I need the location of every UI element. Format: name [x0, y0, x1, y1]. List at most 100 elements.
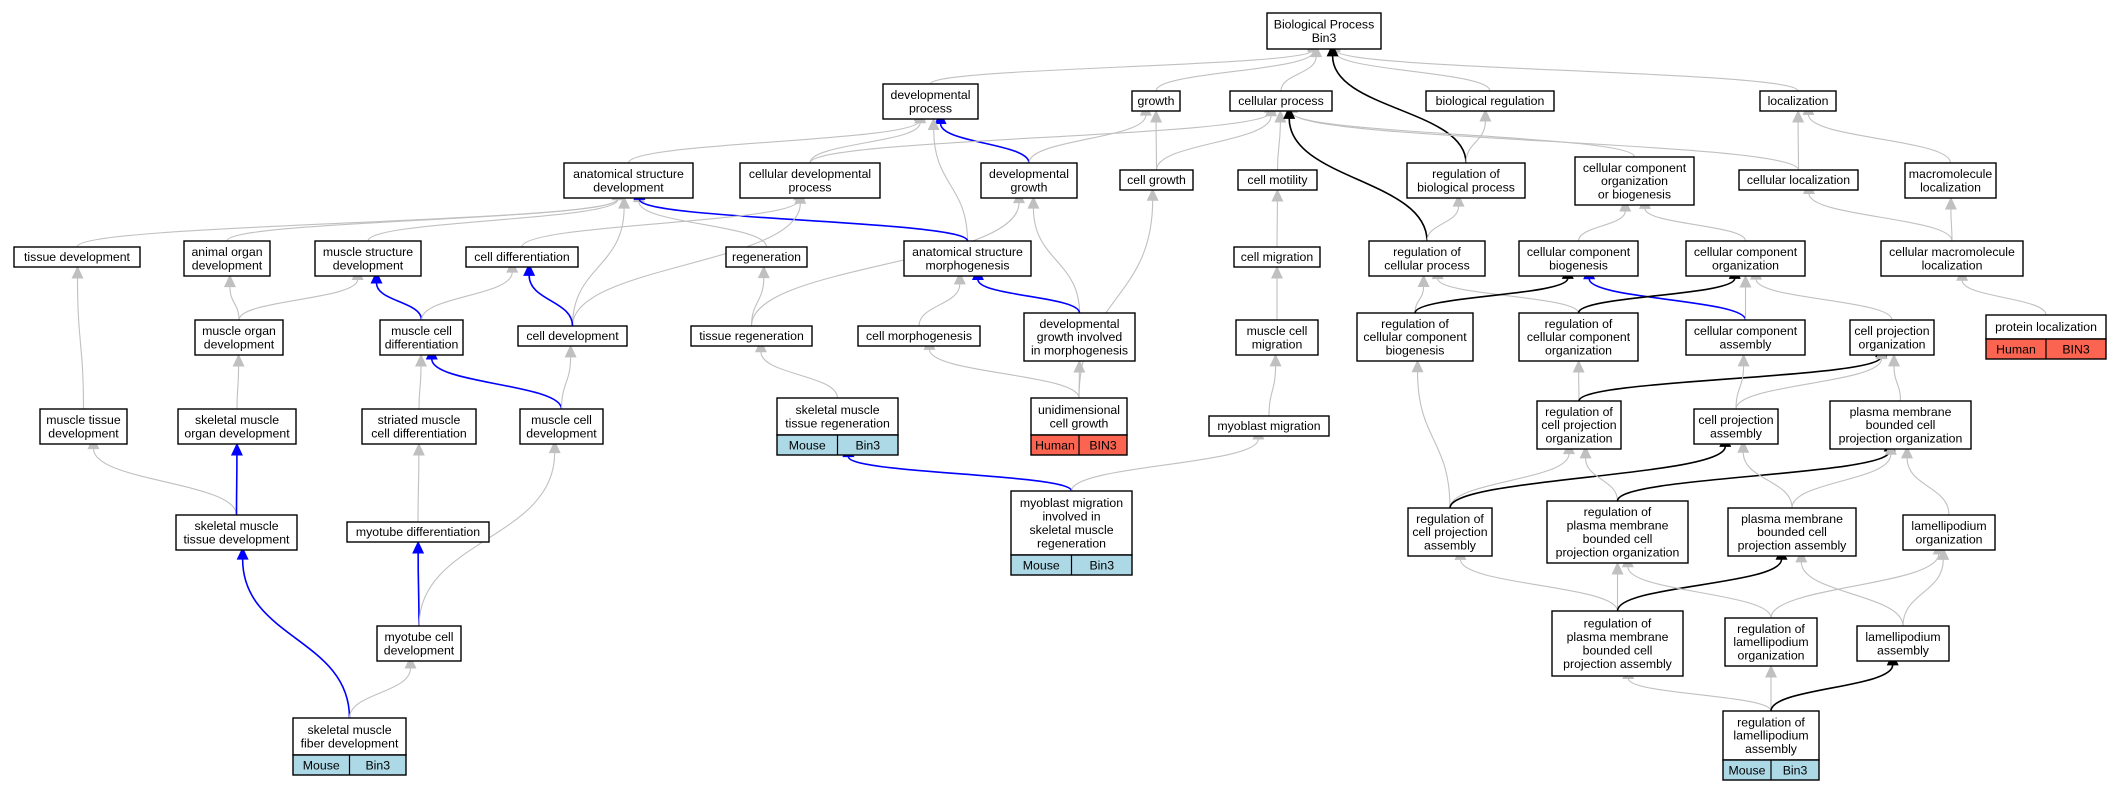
term-box [1724, 617, 1818, 667]
term-node-cell-migration[interactable]: cell migration [1233, 246, 1321, 268]
term-label-line: cell morphogenesis [866, 329, 972, 343]
term-node-myoblast-migration[interactable]: myoblast migration [1208, 415, 1330, 437]
annotation-gene: Bin3 [1783, 763, 1808, 777]
edge-cell-motility-to-cellular-process [1274, 109, 1287, 171]
term-label-line: biogenesis [1386, 344, 1445, 358]
term-box [517, 325, 628, 347]
term-node-cellular-process[interactable]: cellular process [1229, 90, 1333, 112]
term-label-line: regeneration [1037, 536, 1106, 550]
term-label-line: cell motility [1247, 173, 1308, 187]
term-label-line: projection assembly [1563, 657, 1673, 671]
term-label-line: muscle cell [1247, 324, 1308, 338]
term-label-line: regulation of [1545, 405, 1613, 419]
term-node-cell-differentiation[interactable]: cell differentiation [465, 246, 579, 268]
term-node-biological-regulation[interactable]: biological regulation [1425, 90, 1555, 112]
annotation-gene: Bin3 [1089, 558, 1114, 572]
term-label-line: fiber development [301, 736, 399, 750]
term-label-line: striated muscle [378, 413, 461, 427]
term-node-cellular-localization[interactable]: cellular localization [1738, 169, 1859, 191]
term-box [1759, 90, 1837, 112]
edge-lamellipodium-assembly-to-lamellipodium-organization [1902, 547, 1950, 627]
term-box [1738, 169, 1859, 191]
term-label-line: skeletal muscle [795, 403, 879, 417]
term-label-line: morphogenesis [925, 258, 1009, 272]
edge-myoblast-migration-to-muscle-cell-migration [1268, 353, 1282, 417]
term-label-line: growth involved [1037, 330, 1123, 344]
term-node-regeneration[interactable]: regeneration [725, 246, 808, 268]
term-label-line: migration [1252, 337, 1303, 351]
annotation-gene: Bin3 [365, 758, 390, 772]
term-node-cell-morphogenesis[interactable]: cell morphogenesis [857, 325, 981, 347]
edge-anatomical-structure-development-to-developmental-process [627, 108, 926, 164]
term-label-line: tissue regeneration [785, 416, 890, 430]
term-node-localization[interactable]: localization [1759, 90, 1837, 112]
term-box [465, 246, 579, 268]
term-node-cell-growth[interactable]: cell growth [1119, 169, 1194, 191]
term-label-line: projection organization [1556, 545, 1680, 559]
edge-lamellipodium-assembly-to-plasma-membrane-bounded-cell-projection-assembly [1795, 549, 1904, 627]
term-label-line: cellular component [1694, 245, 1798, 259]
term-label-line: regulation of [1381, 317, 1449, 331]
term-node-myotube-differentiation[interactable]: myotube differentiation [346, 521, 490, 543]
term-label-line: skeletal muscle [1029, 523, 1113, 537]
edge-myotube-cell-development-to-myotube-differentiation [412, 540, 425, 627]
term-node-tissue-regeneration[interactable]: tissue regeneration [690, 325, 813, 347]
term-box [1368, 240, 1486, 277]
term-node-tissue-development[interactable]: tissue development [13, 246, 141, 268]
term-box [903, 240, 1032, 277]
edge-skeletal-muscle-fiber-development-to-myotube-cell-development [348, 655, 417, 719]
term-box [1518, 240, 1639, 277]
term-node-growth[interactable]: growth [1131, 90, 1181, 112]
term-box [1425, 90, 1555, 112]
term-node-cell-development[interactable]: cell development [517, 325, 628, 347]
term-node-cell-motility[interactable]: cell motility [1237, 169, 1318, 191]
edge-cell-projection-assembly-to-cell-projection-organization [1735, 346, 1888, 410]
